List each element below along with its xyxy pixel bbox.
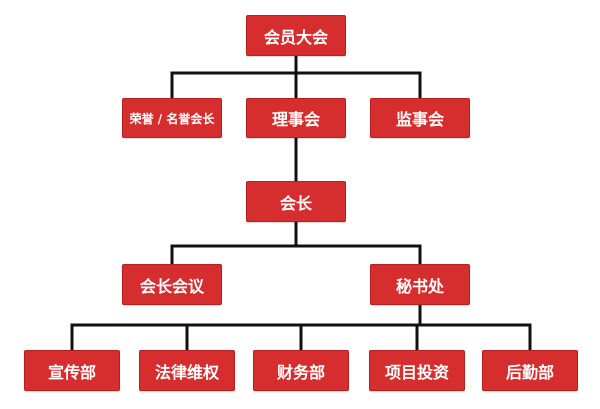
node-supervisors: 监事会 — [370, 98, 470, 138]
node-publicity-dept: 宣传部 — [24, 350, 120, 391]
node-president: 会长 — [246, 181, 346, 222]
node-assembly: 会员大会 — [246, 15, 346, 56]
node-secretariat: 秘书处 — [370, 264, 470, 305]
node-legal-rights: 法律维权 — [139, 350, 235, 391]
node-project-investment: 项目投资 — [369, 350, 465, 391]
node-logistics-dept: 后勤部 — [482, 350, 578, 391]
node-honorary-president: 荣誉 / 名誉会长 — [122, 98, 222, 138]
node-president-meeting: 会长会议 — [122, 264, 222, 305]
node-council: 理事会 — [246, 98, 346, 138]
node-finance-dept: 财务部 — [253, 350, 349, 391]
